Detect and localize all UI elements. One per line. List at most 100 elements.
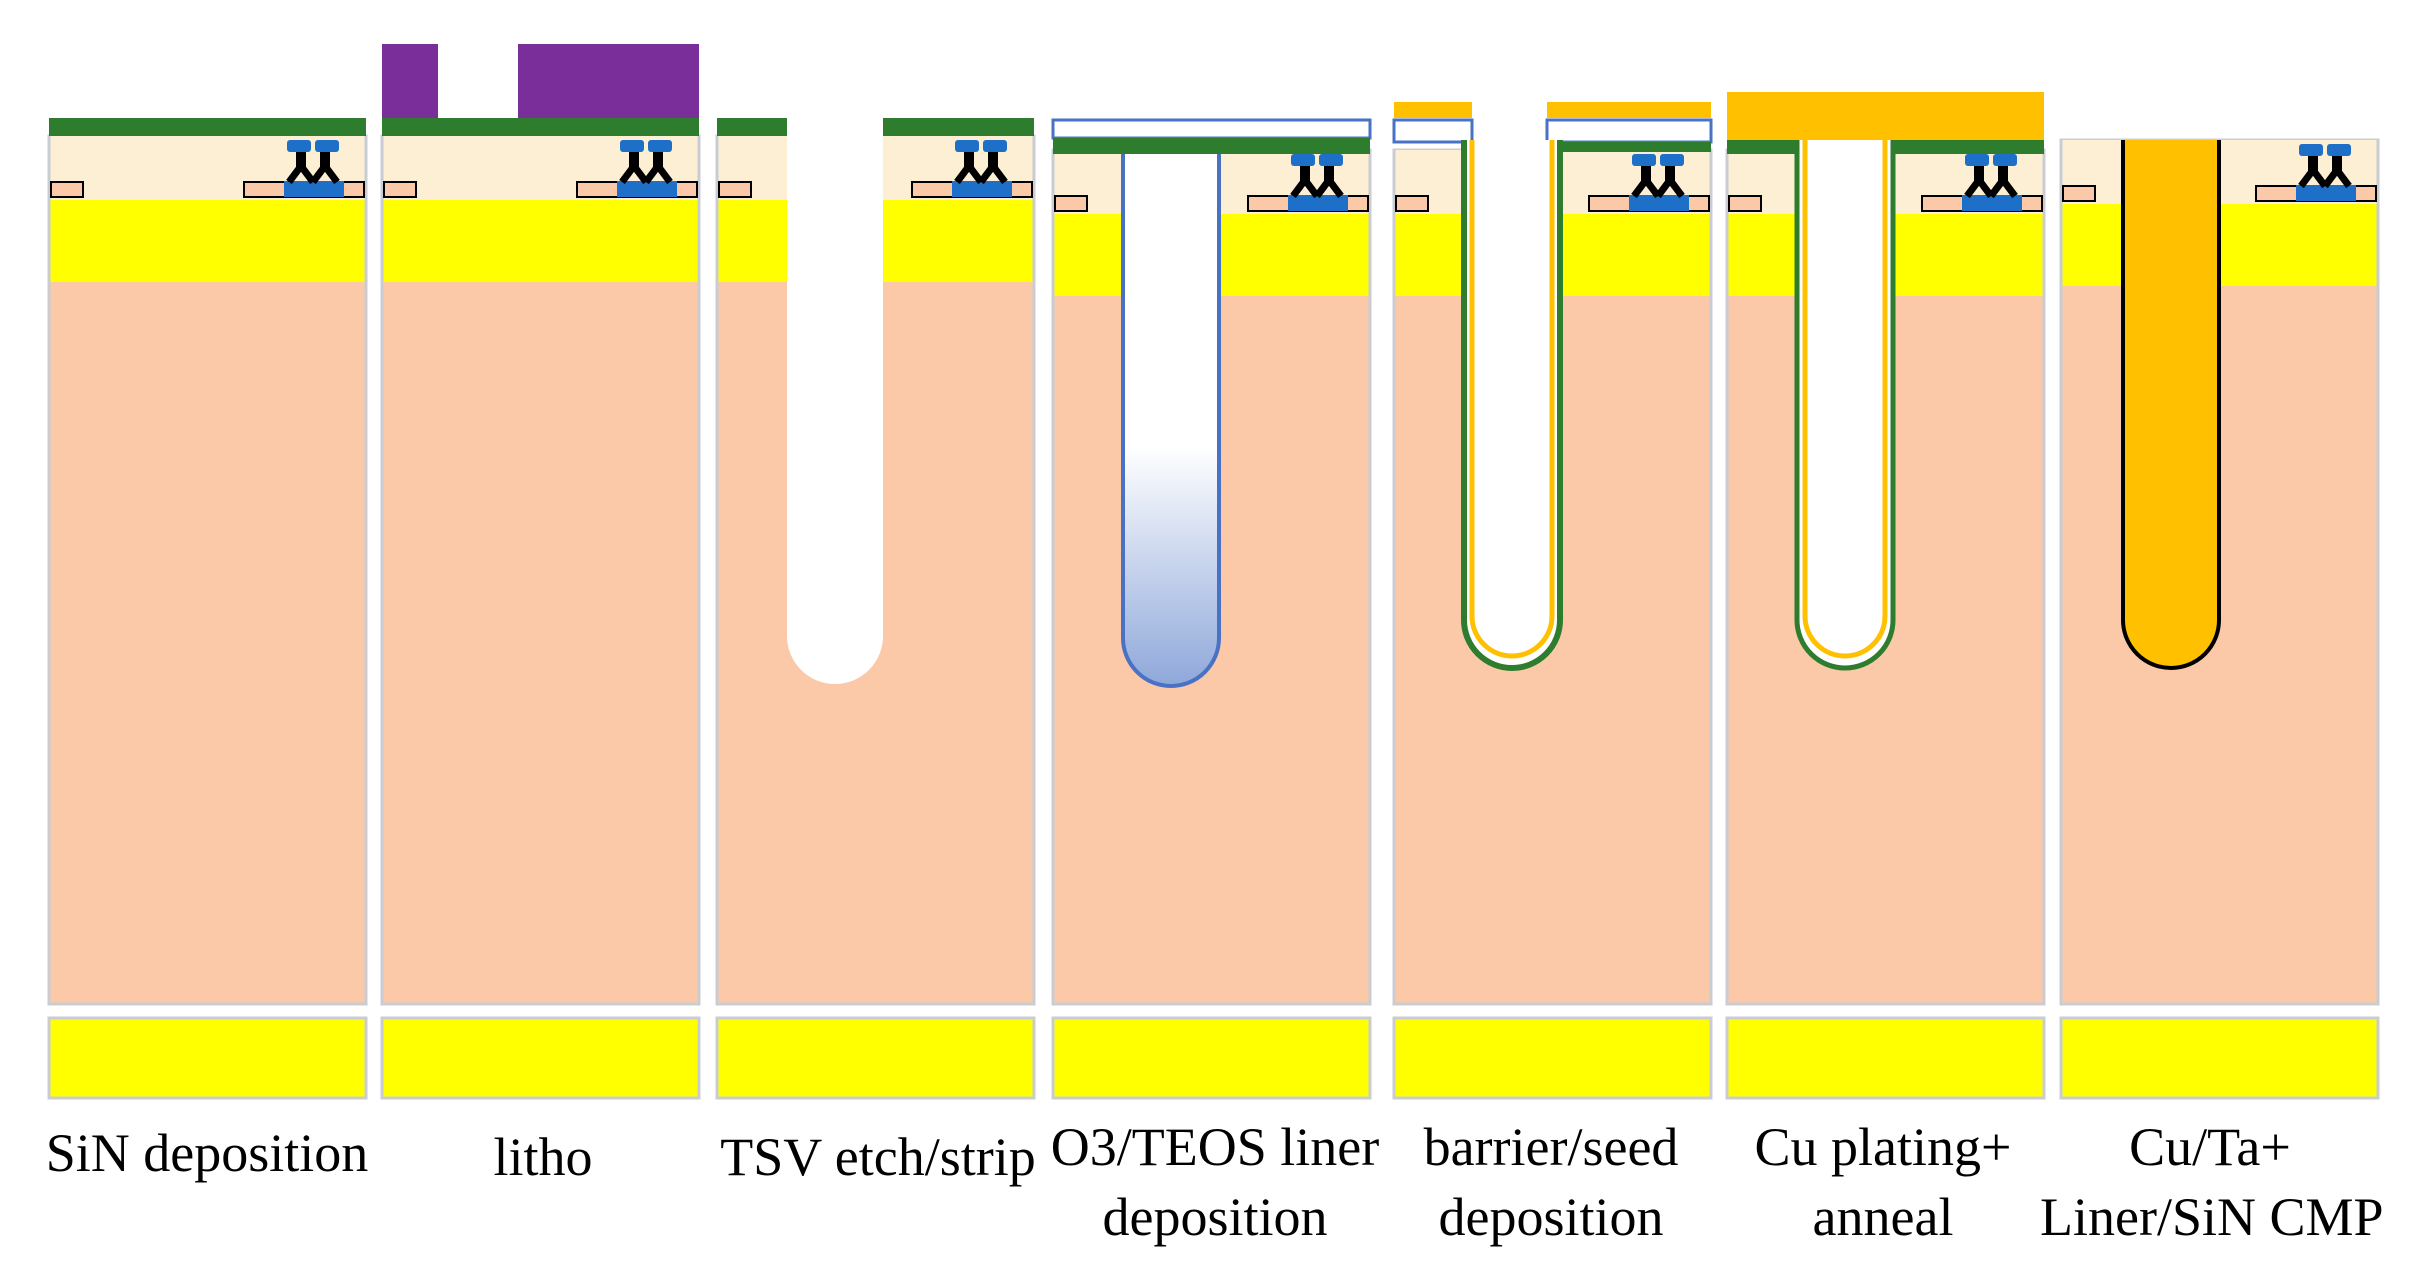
oxide-layer — [383, 200, 698, 282]
photoresist-block — [382, 44, 438, 118]
carrier-layer — [1392, 1016, 1713, 1100]
transistor-gate — [284, 181, 344, 197]
carrier-layer — [380, 1016, 701, 1100]
transistor-gate — [1962, 195, 2022, 211]
process-step-5-panel — [1392, 102, 1713, 1100]
caption-line: anneal — [1812, 1187, 1954, 1247]
tsv-outline — [2121, 140, 2221, 670]
process-step-1-panel — [47, 118, 368, 1100]
copper-overburden — [1727, 92, 2044, 140]
step-1-caption: SiN deposition — [37, 1118, 377, 1188]
contact-via — [1641, 164, 1651, 182]
sin-layer — [883, 118, 1034, 136]
carrier-layer — [1051, 1016, 1372, 1100]
teos-liner-top — [1051, 118, 1372, 140]
photoresist-block — [518, 44, 699, 118]
metal-pad — [1319, 154, 1343, 166]
contact-via — [1324, 164, 1334, 182]
transistor-gate — [1288, 195, 1348, 211]
tsv-hole — [1123, 154, 1219, 686]
step-5-caption: barrier/seed deposition — [1381, 1112, 1721, 1252]
contact-via — [2332, 154, 2342, 172]
metal-pad — [315, 140, 339, 152]
isolation-pad — [1054, 195, 1088, 212]
carrier-layer — [715, 1016, 1036, 1100]
carrier-layer — [47, 1016, 368, 1100]
step-6-caption: Cu plating+ anneal — [1713, 1112, 2053, 1252]
seed-layer-top — [1394, 102, 1472, 118]
contact-via — [964, 150, 974, 168]
caption-line: deposition — [1102, 1187, 1328, 1247]
metal-pad — [648, 140, 672, 152]
contact-via — [296, 150, 306, 168]
step-2-caption: litho — [373, 1122, 713, 1192]
metal-pad — [1291, 154, 1315, 166]
transistor-gate — [952, 181, 1012, 197]
teos-liner-wall — [1121, 154, 1221, 688]
step-3-caption: TSV etch/strip — [708, 1122, 1048, 1192]
caption-line: Cu/Ta+ — [2129, 1117, 2291, 1177]
teos-liner-top — [1392, 118, 1474, 144]
teos-liner-top — [1545, 118, 1713, 144]
contact-via — [2308, 154, 2318, 172]
step-4-caption: O3/TEOS liner deposition — [1045, 1112, 1385, 1252]
caption-line: deposition — [1438, 1187, 1664, 1247]
transistor-gate — [2296, 185, 2356, 201]
isolation-pad — [2062, 185, 2096, 202]
caption-line: SiN deposition — [45, 1123, 369, 1183]
metal-pad — [1993, 154, 2017, 166]
isolation-pad — [50, 181, 84, 198]
isolation-pad — [1395, 195, 1429, 212]
carrier-layer — [1725, 1016, 2046, 1100]
contact-via — [653, 150, 663, 168]
copper-filled-tsv — [2123, 140, 2219, 668]
process-step-6-panel — [1725, 92, 2046, 1100]
contact-via — [1300, 164, 1310, 182]
sin-layer — [382, 118, 699, 136]
transistor-gate — [617, 181, 677, 197]
caption-line: Cu plating+ — [1754, 1117, 2012, 1177]
barrier-layer — [1794, 140, 1896, 671]
sin-layer — [717, 118, 787, 136]
seed-layer — [1469, 140, 1555, 659]
process-step-7-panel — [2059, 138, 2380, 1100]
caption-line: barrier/seed — [1423, 1117, 1679, 1177]
metal-pad — [1660, 154, 1684, 166]
tsv-hole — [1797, 140, 1893, 668]
seed-layer-top — [1547, 102, 1711, 118]
metal-pad — [2299, 144, 2323, 156]
metal-pad — [620, 140, 644, 152]
step-7-caption: Cu/Ta+ Liner/SiN CMP — [2040, 1112, 2384, 1252]
process-step-2-panel — [380, 44, 701, 1100]
isolation-pad — [383, 181, 417, 198]
sin-layer — [1053, 138, 1370, 154]
process-step-3-panel — [715, 116, 1036, 1100]
oxide-layer — [50, 200, 365, 282]
metal-pad — [955, 140, 979, 152]
contact-via — [1998, 164, 2008, 182]
caption-line: TSV etch/strip — [720, 1127, 1036, 1187]
sin-layer — [49, 118, 366, 136]
contact-via — [1665, 164, 1675, 182]
isolation-pad — [718, 181, 752, 198]
seed-layer — [1802, 140, 1888, 659]
barrier-layer — [1461, 140, 1563, 671]
caption-line: Liner/SiN CMP — [2040, 1187, 2384, 1247]
isolation-pad — [1728, 195, 1762, 212]
tsv-hole — [787, 116, 883, 684]
metal-pad — [983, 140, 1007, 152]
sin-layer — [1547, 142, 1711, 152]
carrier-layer — [2059, 1016, 2380, 1100]
contact-via — [320, 150, 330, 168]
tsv-hole — [1464, 140, 1560, 668]
metal-pad — [1965, 154, 1989, 166]
process-step-4-panel — [1051, 118, 1372, 1100]
contact-via — [988, 150, 998, 168]
caption-line: O3/TEOS liner — [1050, 1117, 1380, 1177]
caption-line: litho — [493, 1127, 593, 1187]
contact-via — [629, 150, 639, 168]
contact-via — [1974, 164, 1984, 182]
transistor-gate — [1629, 195, 1689, 211]
